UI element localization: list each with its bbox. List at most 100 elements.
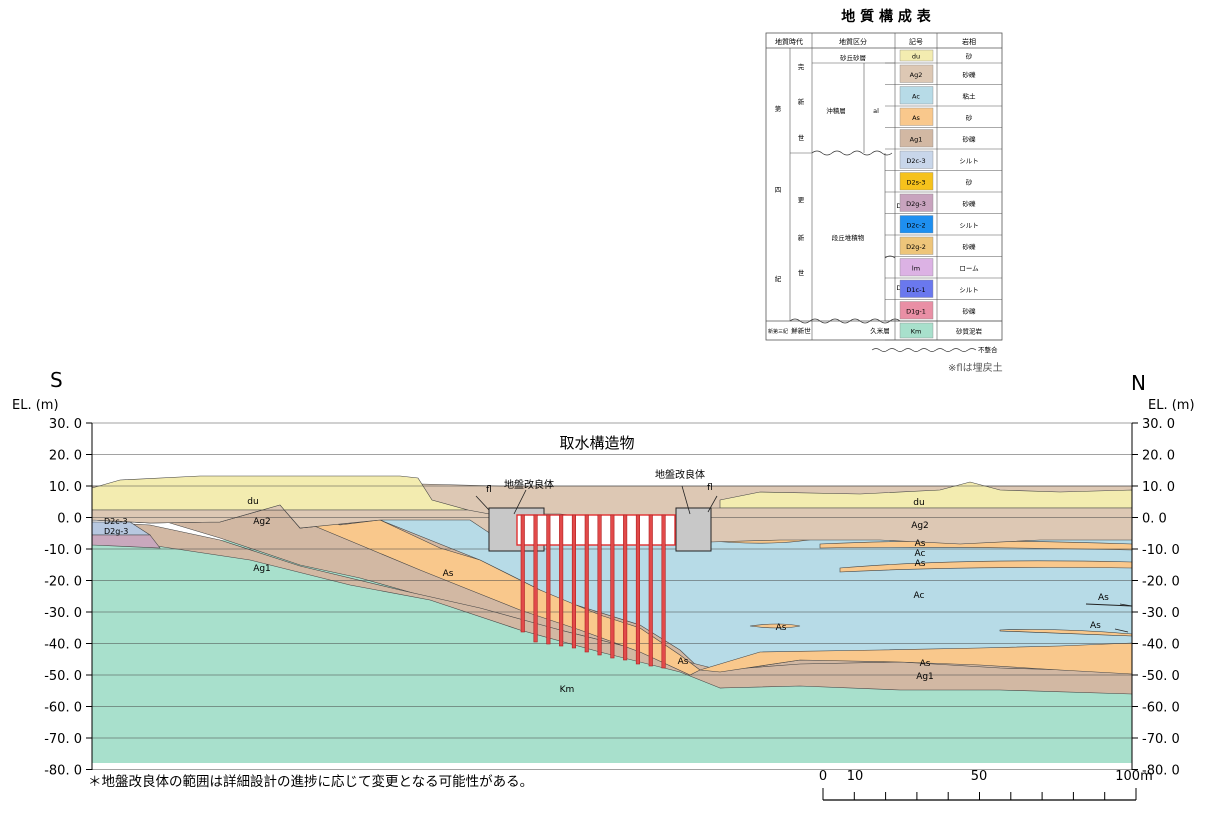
legend-symbol: D1g-1 (906, 307, 926, 315)
legend-symbol: D2g-3 (906, 200, 926, 208)
legend-facies: ローム (959, 264, 979, 272)
unit-label-as-east-2: As (1090, 621, 1101, 631)
legend-facies: 砂質泥岩 (956, 327, 983, 336)
ground-improvement-label-south: 地盤改良体 (504, 478, 554, 491)
layer-ag2-upper-north (709, 507, 1132, 545)
scale-label-100m: 100m (1115, 769, 1152, 784)
layer-d2g3 (92, 534, 161, 549)
legend-header-symbol: 記号 (909, 37, 923, 46)
left-tick-label: -80. 0 (44, 764, 82, 779)
unit-label-ag1-north: Ag1 (916, 672, 934, 682)
unit-label-ag1: Ag1 (253, 564, 271, 574)
legend-unconformity: 不整合 (978, 345, 998, 354)
foundation-pile (635, 514, 641, 665)
left-tick-label: 30. 0 (49, 417, 82, 432)
right-tick-label: -40. 0 (1142, 638, 1180, 653)
unit-label-ag2-north: Ag2 (911, 521, 929, 531)
ground-improvement-block-north (675, 507, 712, 552)
right-tick-label: -70. 0 (1142, 732, 1180, 747)
layer-as-lens (749, 623, 801, 629)
legend-symbol: D2c-2 (906, 221, 925, 229)
layer-as-lens (999, 629, 1132, 637)
scale-bar: 0 10 50 100m (819, 769, 1153, 801)
right-axis-title: EL. (m) (1148, 398, 1195, 413)
cross-section-plot: 30. 020. 010. 00. 0-10. 0-20. 0-30. 0-40… (44, 417, 1180, 779)
left-tick-label: 10. 0 (49, 480, 82, 495)
legend-era-char: 四 (775, 186, 782, 194)
legend-alluvium-code: al (873, 107, 879, 115)
unit-label-d2g3: D2g-3 (104, 527, 128, 536)
unit-label-ac: Ac (914, 591, 925, 601)
legend-swatch-D2s-3 (899, 172, 934, 191)
legend-symbol: D2c-3 (906, 157, 925, 165)
intake-structure (475, 485, 718, 669)
layer-ag1-base (92, 521, 1132, 695)
legend-era-char: 第 (775, 104, 782, 113)
unit-label-as-north-mid: As (915, 559, 926, 569)
direction-south-label: S (50, 368, 63, 392)
right-tick-label: 0. 0 (1142, 512, 1167, 527)
intake-chamber (516, 514, 676, 546)
left-tick-label: 20. 0 (49, 449, 82, 464)
foundation-piles (520, 514, 666, 669)
legend-header-facies: 岩相 (962, 37, 976, 46)
legend-symbol: du (912, 53, 920, 61)
legend-swatch-D2g-2 (899, 236, 934, 255)
left-tick-label: -30. 0 (44, 606, 82, 621)
legend-facies: 砂 (966, 113, 973, 122)
left-tick-label: -60. 0 (44, 701, 82, 716)
footnote-text: ＊地盤改良体の範囲は詳細設計の進捗に応じて変更となる可能性がある。 (88, 773, 533, 790)
right-tick-label: 30. 0 (1142, 417, 1175, 432)
legend-facies: 砂礫 (963, 242, 977, 251)
legend-swatch-D2c-3 (899, 150, 934, 169)
elevation-gridlines (92, 422, 1132, 770)
scale-label-50: 50 (971, 769, 988, 784)
legend-swatch-lm (899, 258, 934, 277)
right-tick-label: -50. 0 (1142, 669, 1180, 684)
legend-epoch-char: 新 (798, 97, 805, 106)
layer-as-lens (839, 560, 1132, 573)
foundation-pile (584, 514, 589, 653)
legend-kume: 久米層 (870, 326, 890, 335)
unit-label-d2c3: D2c-3 (104, 517, 128, 526)
fill-label-north: fl (707, 483, 713, 493)
legend-facies: 砂礫 (963, 306, 977, 315)
unit-label-as-lower: As (678, 657, 689, 667)
legend-epoch-char: 世 (798, 133, 805, 142)
legend-symbol: D1c-1 (906, 286, 925, 294)
foundation-pile (520, 514, 525, 633)
left-tick-label: 0. 0 (57, 512, 82, 527)
left-tick-label: -10. 0 (44, 543, 82, 558)
layer-as-lower (699, 642, 1132, 675)
legend-swatch-As (899, 107, 934, 126)
left-axis-title: EL. (m) (12, 398, 59, 413)
ground-improvement-label-north: 地盤改良体 (655, 468, 705, 481)
legend-era-char: 紀 (775, 274, 782, 283)
unit-label-as-east-1: As (1098, 593, 1109, 603)
scale-label-0: 0 (819, 769, 827, 784)
unit-label-du-north: du (913, 498, 924, 508)
foundation-pile (661, 514, 666, 669)
legend-symbol: Ac (912, 92, 920, 100)
right-tick-label: -10. 0 (1142, 543, 1180, 558)
legend-symbol: Ag1 (910, 135, 923, 143)
legend-epoch-char: 更 (798, 196, 805, 204)
legend-dune-sand: 砂丘砂層 (840, 53, 866, 62)
right-elevation-axis: 30. 020. 010. 00. 0-10. 0-20. 0-30. 0-40… (1131, 417, 1180, 779)
fill-label-south: fl (486, 485, 492, 495)
legend-terrace: 段丘堆積物 (832, 233, 865, 242)
legend-swatch-D1c-1 (899, 279, 934, 298)
foundation-pile (623, 514, 628, 661)
right-tick-label: -80. 0 (1142, 764, 1180, 779)
legend-swatch-Ag2 (899, 64, 934, 83)
foundation-pile (648, 514, 653, 667)
unit-label-ag2: Ag2 (253, 517, 271, 527)
legend-epoch-char: 完 (798, 62, 805, 71)
legend-symbol: lm (912, 264, 920, 272)
legend-swatch-D2c-2 (899, 215, 934, 234)
legend-neogene-era: 新第三紀 (768, 328, 788, 335)
foundation-pile (533, 514, 538, 643)
legend-facies: 砂礫 (963, 134, 977, 143)
unit-label-as-lens: As (776, 623, 787, 633)
